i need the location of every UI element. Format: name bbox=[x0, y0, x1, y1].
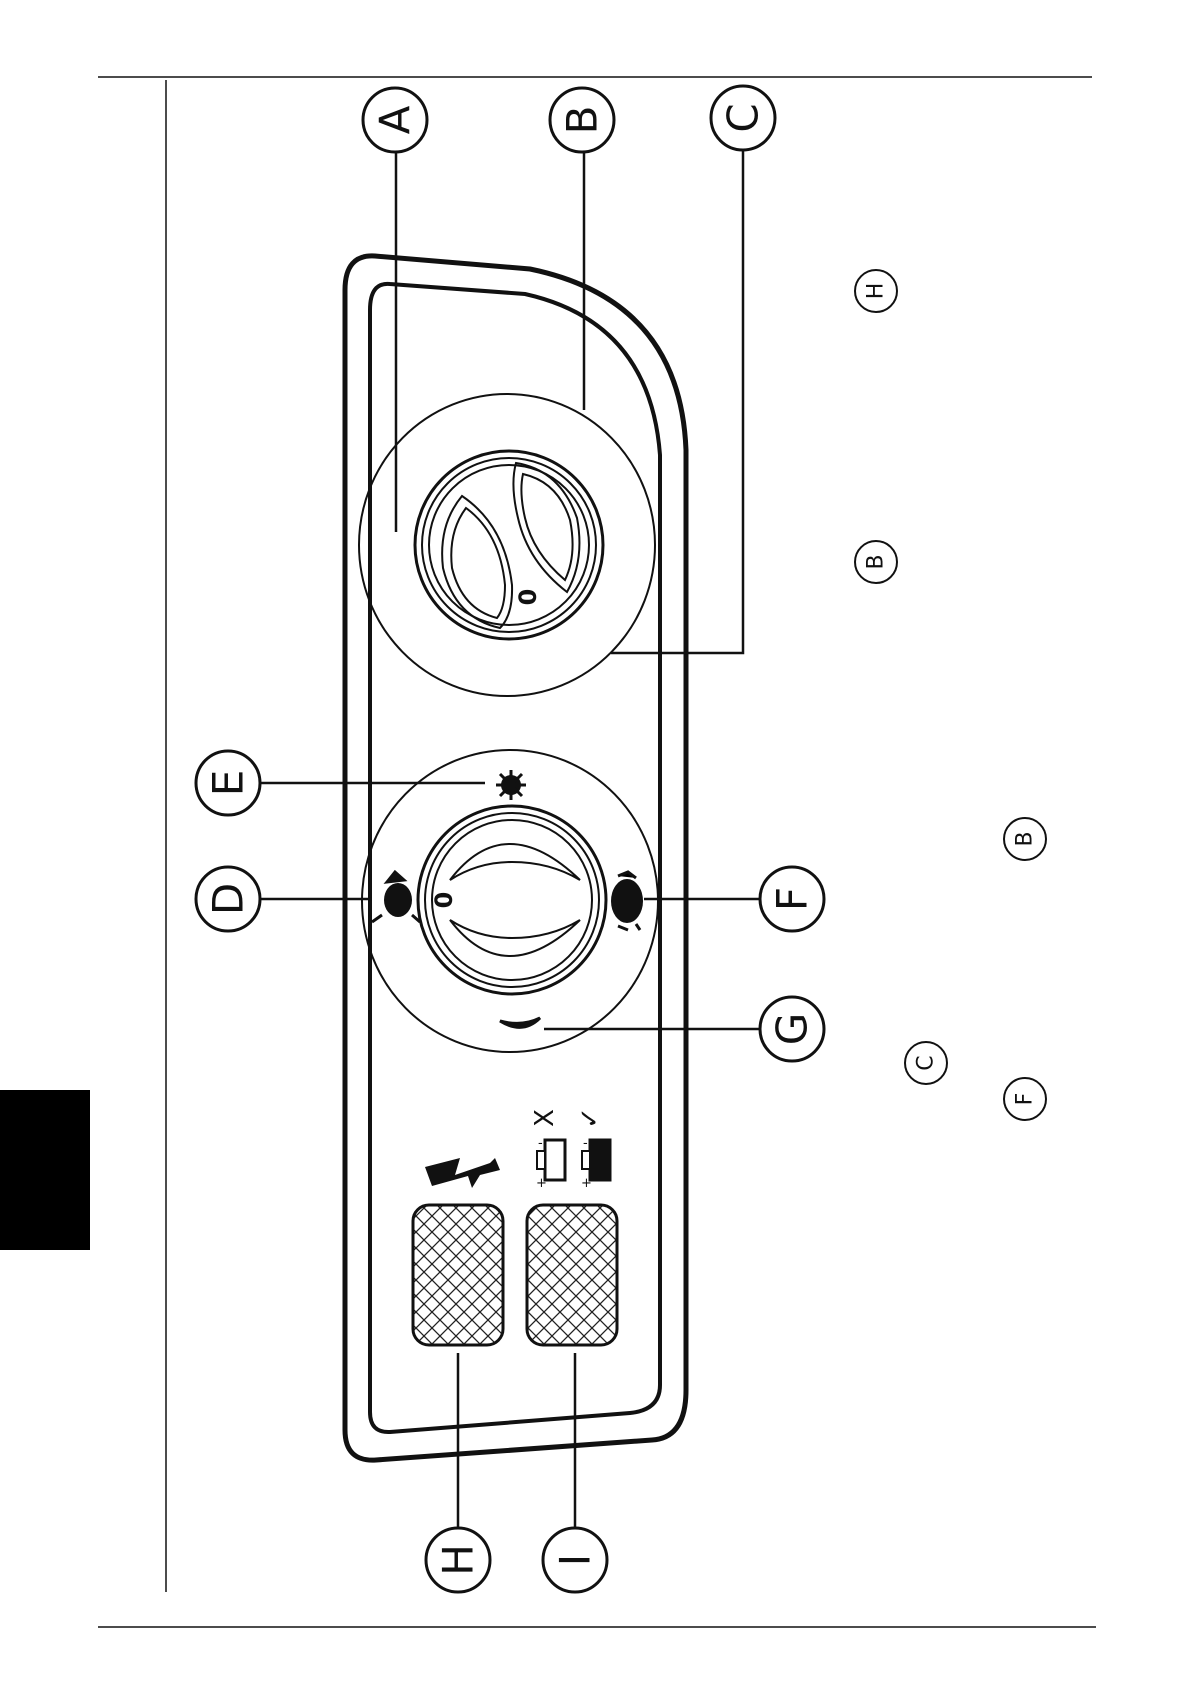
callout-e: E bbox=[196, 751, 260, 815]
upper-knob-face bbox=[429, 465, 589, 625]
upper-knob[interactable]: 0 bbox=[359, 394, 655, 696]
indicator-window-h bbox=[413, 1205, 503, 1345]
callout-i: I bbox=[543, 1528, 607, 1592]
callout-label-b: B bbox=[558, 106, 607, 135]
callout-d: D bbox=[196, 867, 260, 931]
lower-knob[interactable]: 0 bbox=[362, 750, 658, 1052]
lower-knob-grip-upper bbox=[450, 844, 580, 880]
sun-icon bbox=[496, 770, 526, 800]
lightning-icon bbox=[425, 1158, 500, 1188]
battery-empty-icon: - + bbox=[536, 1136, 565, 1191]
upper-knob-rim-inner bbox=[422, 458, 596, 632]
svg-text:+: + bbox=[581, 1176, 592, 1191]
reference-label-c: C bbox=[914, 1055, 939, 1070]
hare-icon bbox=[372, 872, 420, 922]
svg-text:-: - bbox=[583, 1136, 588, 1151]
reference-label-b2: B bbox=[1013, 831, 1038, 846]
reference-b2: B bbox=[1004, 818, 1046, 860]
callout-label-f: F bbox=[768, 887, 817, 911]
reference-b1: B bbox=[855, 541, 897, 583]
callout-label-a: A bbox=[371, 105, 420, 134]
callout-a: A bbox=[363, 88, 427, 152]
reference-label-h: H bbox=[864, 283, 889, 300]
section-tab bbox=[0, 1090, 90, 1250]
battery-bad-mark: X bbox=[530, 1109, 560, 1127]
callout-label-e: E bbox=[204, 770, 253, 797]
indicator-window-i bbox=[527, 1205, 617, 1345]
callout-b: B bbox=[550, 88, 614, 152]
svg-text:+: + bbox=[536, 1176, 547, 1191]
battery-full-icon: - + bbox=[581, 1136, 610, 1191]
callout-label-c: C bbox=[719, 103, 768, 132]
upper-knob-grip-right-inner bbox=[521, 474, 572, 580]
reference-h: H bbox=[855, 270, 897, 312]
callout-g: G bbox=[760, 997, 824, 1061]
reference-f: F bbox=[1004, 1078, 1046, 1120]
upper-knob-zero-mark: 0 bbox=[514, 589, 542, 606]
callout-label-g: G bbox=[768, 1013, 817, 1046]
callout-c: C bbox=[711, 86, 775, 150]
reference-label-b1: B bbox=[864, 554, 889, 569]
callout-label-h: H bbox=[434, 1544, 483, 1576]
moon-icon bbox=[500, 1018, 540, 1027]
upper-knob-grip-left-inner bbox=[451, 508, 505, 618]
lower-knob-grip-lower bbox=[450, 920, 580, 956]
lower-knob-zero-mark: 0 bbox=[430, 892, 458, 909]
callout-label-i: I bbox=[551, 1554, 600, 1566]
battery-good-mark: ✓ bbox=[575, 1107, 605, 1129]
reference-label-f: F bbox=[1013, 1093, 1038, 1106]
reference-c: C bbox=[905, 1042, 947, 1084]
svg-text:-: - bbox=[538, 1136, 543, 1151]
callout-h: H bbox=[426, 1528, 490, 1592]
callout-f: F bbox=[760, 867, 824, 931]
tortoise-icon bbox=[611, 872, 643, 930]
callout-label-d: D bbox=[204, 883, 253, 915]
upper-knob-bezel bbox=[359, 394, 655, 696]
